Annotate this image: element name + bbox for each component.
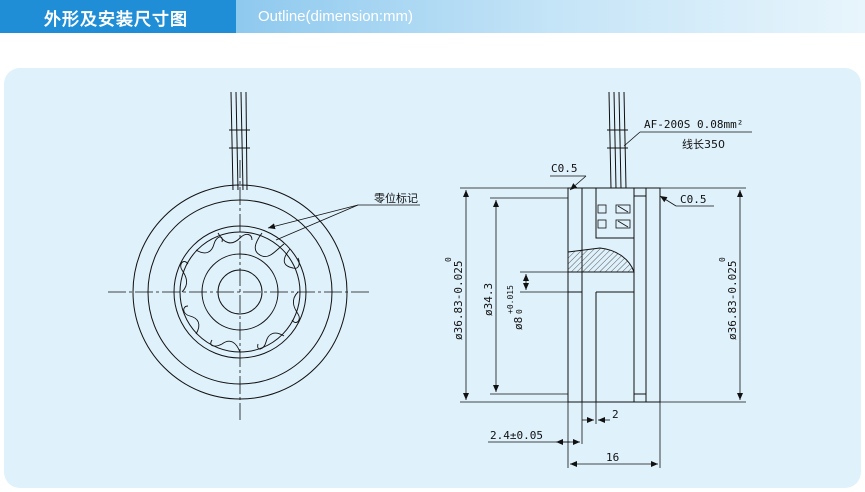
dim-outer-right: ø36.83-0.025 0 <box>718 257 739 340</box>
zero-mark-label: 零位标记 <box>374 191 418 205</box>
header-subtitle-background <box>236 0 865 33</box>
front-wire-bundle <box>229 91 250 191</box>
wire-spec-label: AF-200S 0.08mm² <box>644 118 743 131</box>
dim-outer-right-upper: 0 <box>718 257 727 262</box>
side-view <box>460 91 752 468</box>
side-wire-bundle <box>607 91 628 189</box>
chamfer-left-label: C0.5 <box>551 162 578 175</box>
header-title: 外形及安装尺寸图 <box>44 10 188 30</box>
dim-bore-tol-upper: +0.015 <box>506 285 515 314</box>
side-terminal-pads <box>597 204 631 229</box>
dim-outer-left-upper: 0 <box>444 257 453 262</box>
zero-mark-leader <box>267 204 420 241</box>
side-left-flange <box>567 187 583 403</box>
dim-outer-right-label: ø36.83-0.025 <box>726 261 739 340</box>
header-title-background <box>0 0 236 33</box>
side-coil-housing <box>595 187 635 239</box>
side-bore-hatch <box>567 247 635 273</box>
dim-bore: ø8 +0.015 0 <box>506 285 525 330</box>
dim-inner-label: ø34.3 <box>482 283 495 316</box>
front-view <box>108 91 420 420</box>
header-subtitle: Outline(dimension:mm) <box>258 8 414 25</box>
front-swirl-vanes <box>180 232 300 353</box>
wire-spec-leader <box>623 131 641 147</box>
dim-bore-tol-lower: 0 <box>515 309 524 314</box>
side-right-flange <box>645 187 661 403</box>
dim-bore-label: ø8 <box>512 317 525 330</box>
chamfer-right-label: C0.5 <box>680 193 707 206</box>
dimension-lines <box>460 187 746 468</box>
drawing-panel <box>4 68 861 488</box>
dim-gap-label: 2 <box>612 408 619 421</box>
wire-length-label: 线长350 <box>682 137 725 151</box>
dim-outer-left-label: ø36.83-0.025 <box>452 261 465 340</box>
dim-outer-left: ø36.83-0.025 0 <box>444 257 465 340</box>
header: 外形及安装尺寸图 Outline(dimension:mm) <box>0 0 865 33</box>
dim-length-label: 16 <box>606 451 619 464</box>
dim-offset-label: 2.4±0.05 <box>490 429 543 442</box>
front-centerlines <box>108 160 372 420</box>
